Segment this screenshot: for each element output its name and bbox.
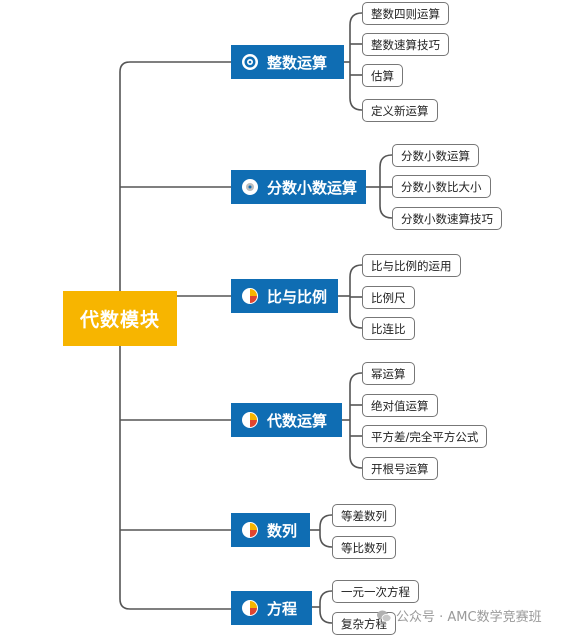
- target-icon: [242, 54, 258, 70]
- leaf-label: 绝对值运算: [371, 398, 429, 413]
- branch-algebraic-operations[interactable]: 代数运算: [231, 403, 342, 437]
- leaf-label: 一元一次方程: [341, 584, 410, 599]
- leaf-label: 等差数列: [341, 508, 387, 523]
- branch-label: 整数运算: [267, 53, 328, 72]
- branch-integer-operations[interactable]: 整数运算: [231, 45, 344, 79]
- leaf-fraction-decimal-operations[interactable]: 分数小数运算: [392, 144, 479, 167]
- branch-sequences[interactable]: 数列: [231, 513, 310, 547]
- branch-equations[interactable]: 方程: [231, 591, 312, 625]
- leaf-integer-speed-tricks[interactable]: 整数速算技巧: [362, 33, 449, 56]
- leaf-label: 分数小数速算技巧: [401, 211, 493, 226]
- leaf-label: 整数四则运算: [371, 6, 440, 21]
- leaf-arithmetic-sequence[interactable]: 等差数列: [332, 504, 396, 527]
- watermark-text: 公众号 · AMC数学竞赛班: [396, 610, 542, 625]
- leaf-label: 整数速算技巧: [371, 37, 440, 52]
- leaf-label: 等比数列: [341, 540, 387, 555]
- leaf-estimation[interactable]: 估算: [362, 64, 403, 87]
- leaf-absolute-value-operations[interactable]: 绝对值运算: [362, 394, 438, 417]
- leaf-label: 比连比: [371, 321, 406, 336]
- leaf-square-formulas[interactable]: 平方差/完全平方公式: [362, 425, 488, 448]
- root-node[interactable]: 代数模块: [63, 291, 177, 346]
- leaf-geometric-sequence[interactable]: 等比数列: [332, 536, 396, 559]
- pie-chart-icon: [242, 522, 258, 538]
- leaf-label: 幂运算: [371, 366, 406, 381]
- leaf-label: 分数小数运算: [401, 148, 470, 163]
- disc-icon: [242, 179, 258, 195]
- branch-label: 分数小数运算: [267, 178, 358, 197]
- leaf-square-root-operations[interactable]: 开根号运算: [362, 457, 438, 480]
- branch-ratio-proportion[interactable]: 比与比例: [231, 279, 338, 313]
- branch-label: 比与比例: [267, 287, 328, 306]
- leaf-fraction-decimal-speed-tricks[interactable]: 分数小数速算技巧: [392, 207, 502, 230]
- leaf-power-operations[interactable]: 幂运算: [362, 362, 415, 385]
- leaf-label: 复杂方程: [341, 616, 387, 631]
- branch-label: 数列: [267, 521, 298, 540]
- leaf-chained-ratio[interactable]: 比连比: [362, 317, 415, 340]
- leaf-label: 平方差/完全平方公式: [371, 429, 479, 444]
- leaf-label: 比例尺: [371, 290, 406, 305]
- leaf-scale[interactable]: 比例尺: [362, 286, 415, 309]
- leaf-ratio-application[interactable]: 比与比例的运用: [362, 254, 461, 277]
- leaf-defined-operations[interactable]: 定义新运算: [362, 99, 438, 122]
- leaf-label: 定义新运算: [371, 103, 429, 118]
- root-label: 代数模块: [79, 309, 160, 331]
- branch-label: 代数运算: [267, 411, 328, 430]
- pie-chart-icon: [242, 288, 258, 304]
- leaf-label: 估算: [371, 68, 394, 83]
- leaf-label: 开根号运算: [371, 461, 429, 476]
- pie-chart-icon: [242, 412, 258, 428]
- wechat-icon: [377, 610, 392, 622]
- leaf-linear-equation[interactable]: 一元一次方程: [332, 580, 419, 603]
- watermark: 公众号 · AMC数学竞赛班: [376, 606, 542, 625]
- branch-label: 方程: [267, 599, 298, 618]
- pie-chart-icon: [242, 600, 258, 616]
- leaf-label: 分数小数比大小: [401, 179, 482, 194]
- leaf-integer-four-operations[interactable]: 整数四则运算: [362, 2, 449, 25]
- leaf-fraction-decimal-compare[interactable]: 分数小数比大小: [392, 175, 491, 198]
- branch-fraction-decimal-operations[interactable]: 分数小数运算: [231, 170, 366, 204]
- leaf-label: 比与比例的运用: [371, 258, 452, 273]
